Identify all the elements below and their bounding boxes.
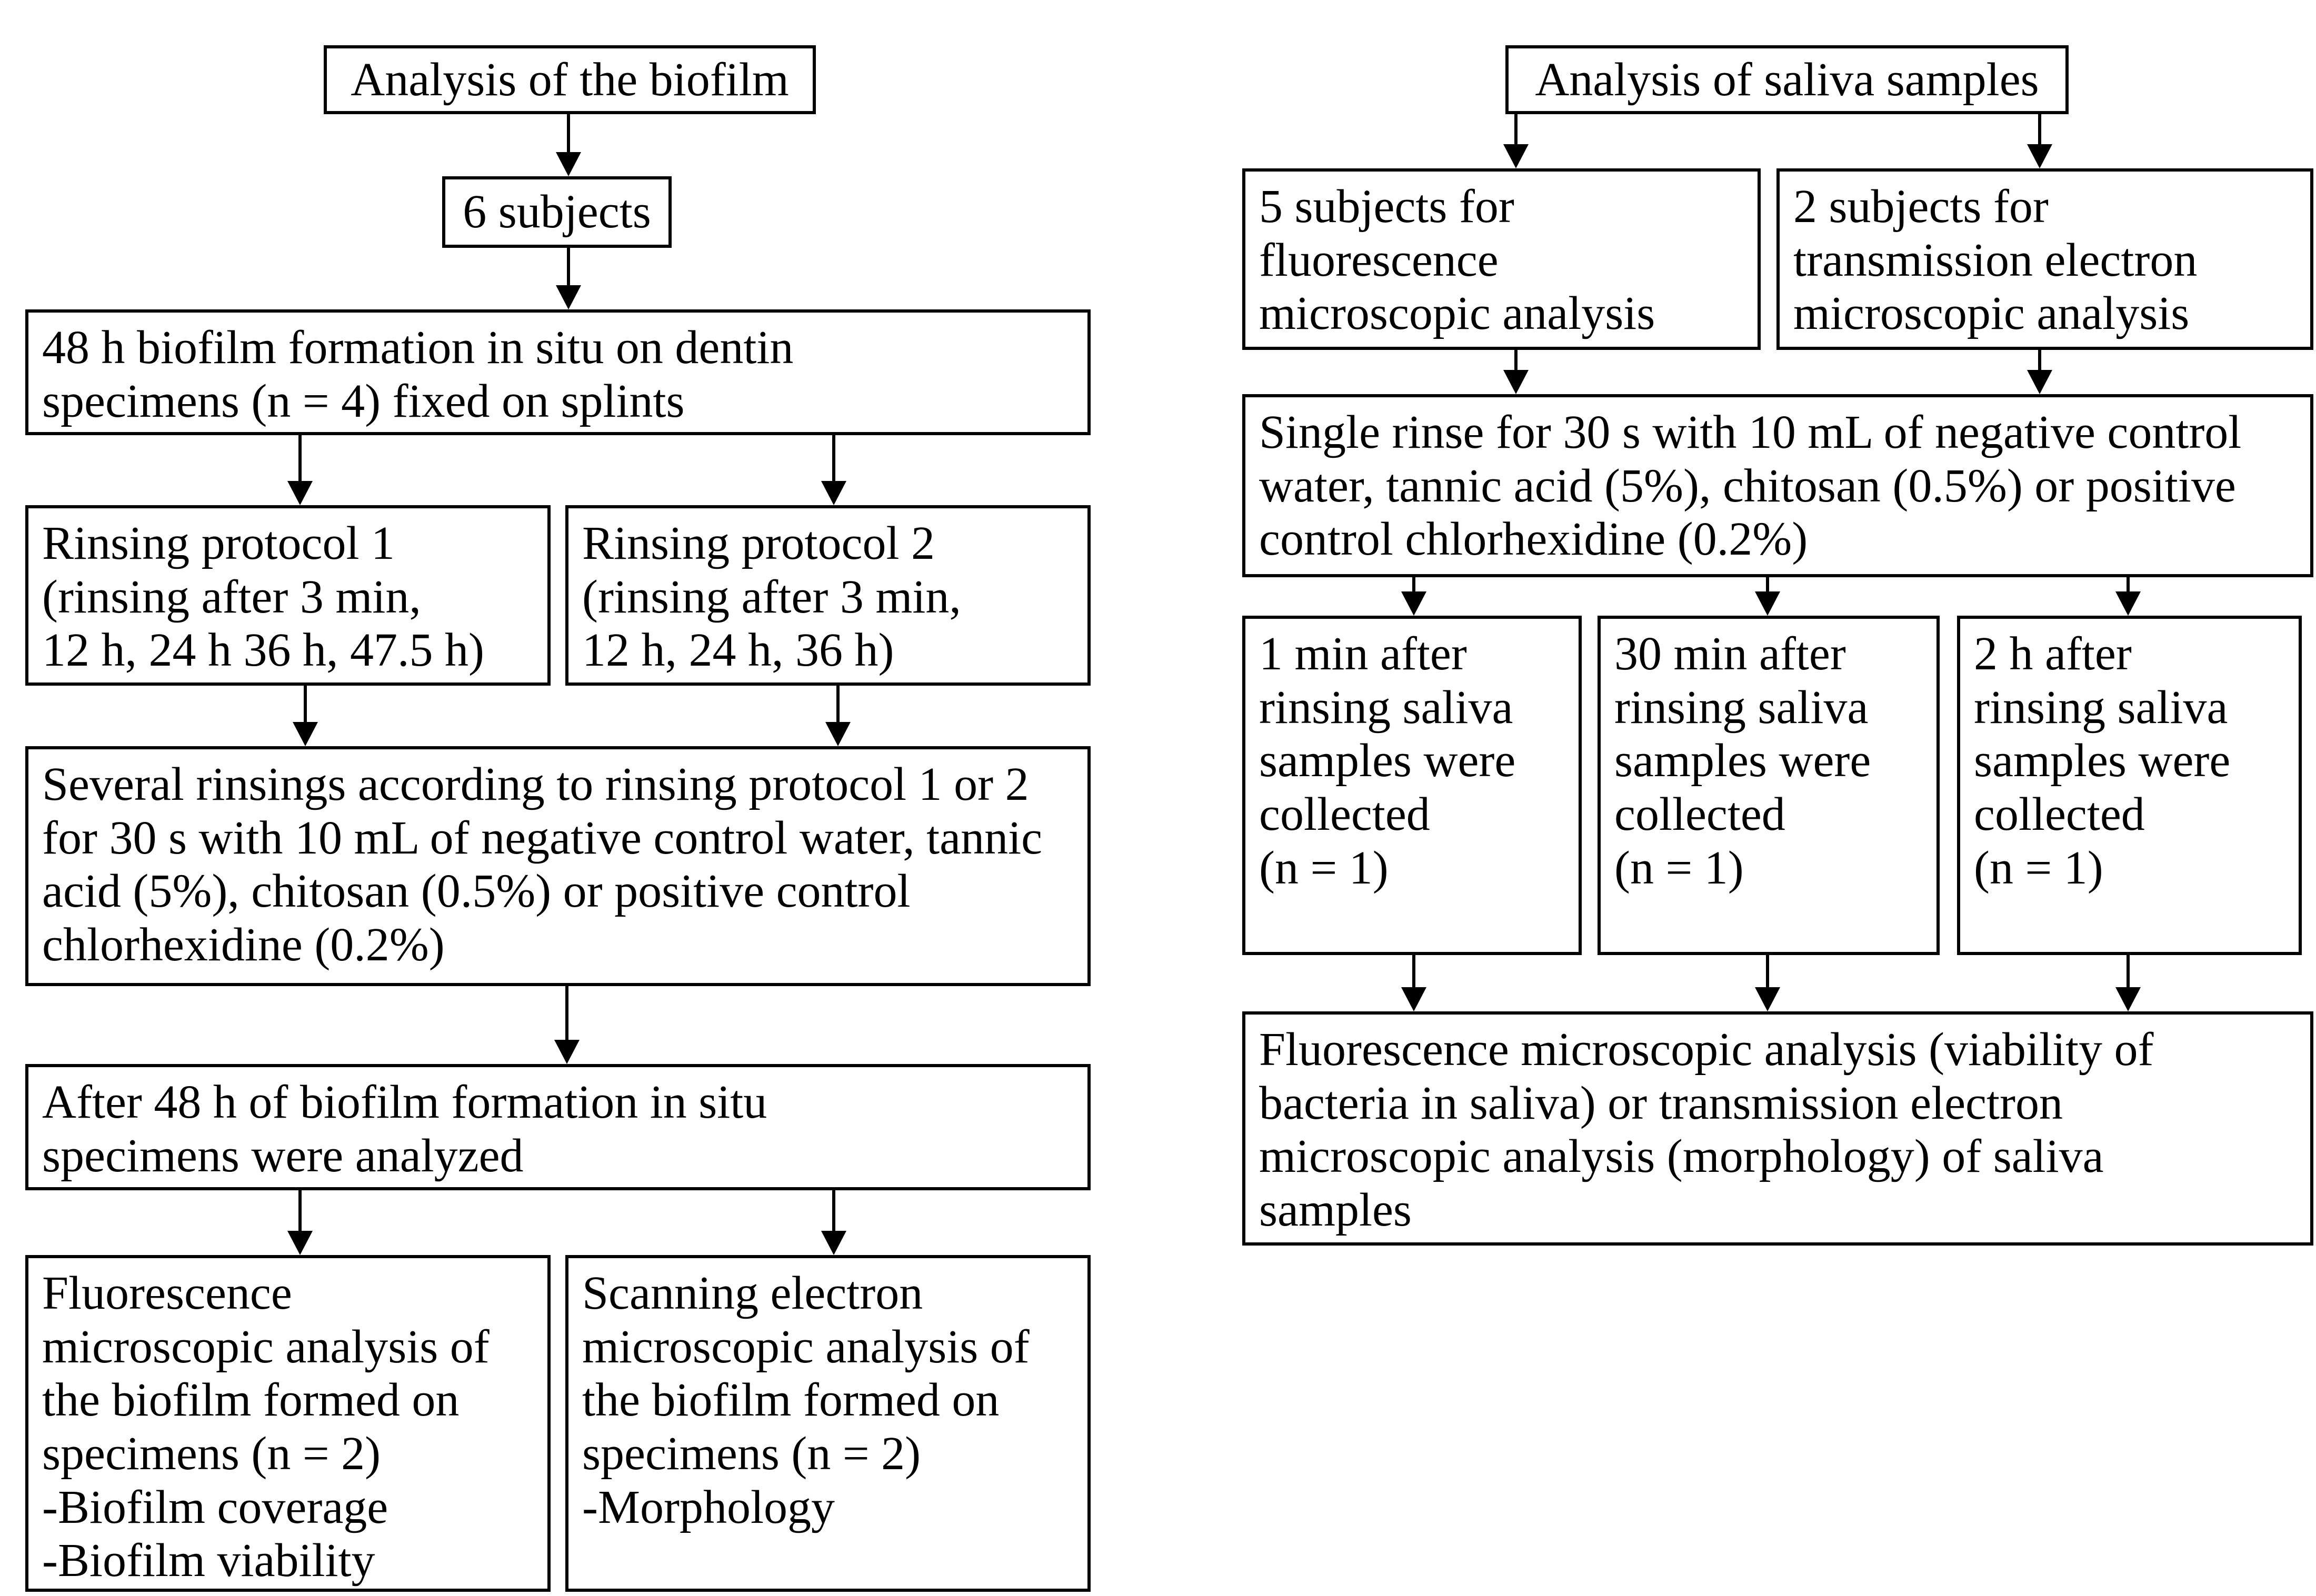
box-after-48h-analyzed: After 48 h of biofilm formation in situ … [25, 1064, 1091, 1190]
box-collect-1min: 1 min after rinsing saliva samples were … [1242, 616, 1582, 955]
box-sem-biofilm-analysis: Scanning electron microscopic analysis o… [565, 1255, 1091, 1592]
box-saliva-title: Analysis of saliva samples [1505, 45, 2069, 114]
box-saliva-final-analysis: Fluorescence microscopic analysis (viabi… [1242, 1011, 2313, 1246]
box-5-subjects-fluorescence: 5 subjects for fluorescence microscopic … [1242, 168, 1761, 350]
box-collect-30min: 30 min after rinsing saliva samples were… [1598, 616, 1940, 955]
box-biofilm-title: Analysis of the biofilm [324, 45, 816, 114]
box-fluorescence-biofilm-analysis: Fluorescence microscopic analysis of the… [25, 1255, 551, 1592]
box-six-subjects: 6 subjects [442, 176, 672, 248]
box-collect-2h: 2 h after rinsing saliva samples were co… [1957, 616, 2302, 955]
box-rinsing-protocol-1: Rinsing protocol 1 (rinsing after 3 min,… [25, 505, 551, 686]
box-rinsing-protocol-2: Rinsing protocol 2 (rinsing after 3 min,… [565, 505, 1091, 686]
box-biofilm-formation: 48 h biofilm formation in situ on dentin… [25, 309, 1091, 435]
box-single-rinse: Single rinse for 30 s with 10 mL of nega… [1242, 394, 2313, 577]
box-2-subjects-tem: 2 subjects for transmission electron mic… [1776, 168, 2313, 350]
box-several-rinsings: Several rinsings according to rinsing pr… [25, 746, 1091, 986]
